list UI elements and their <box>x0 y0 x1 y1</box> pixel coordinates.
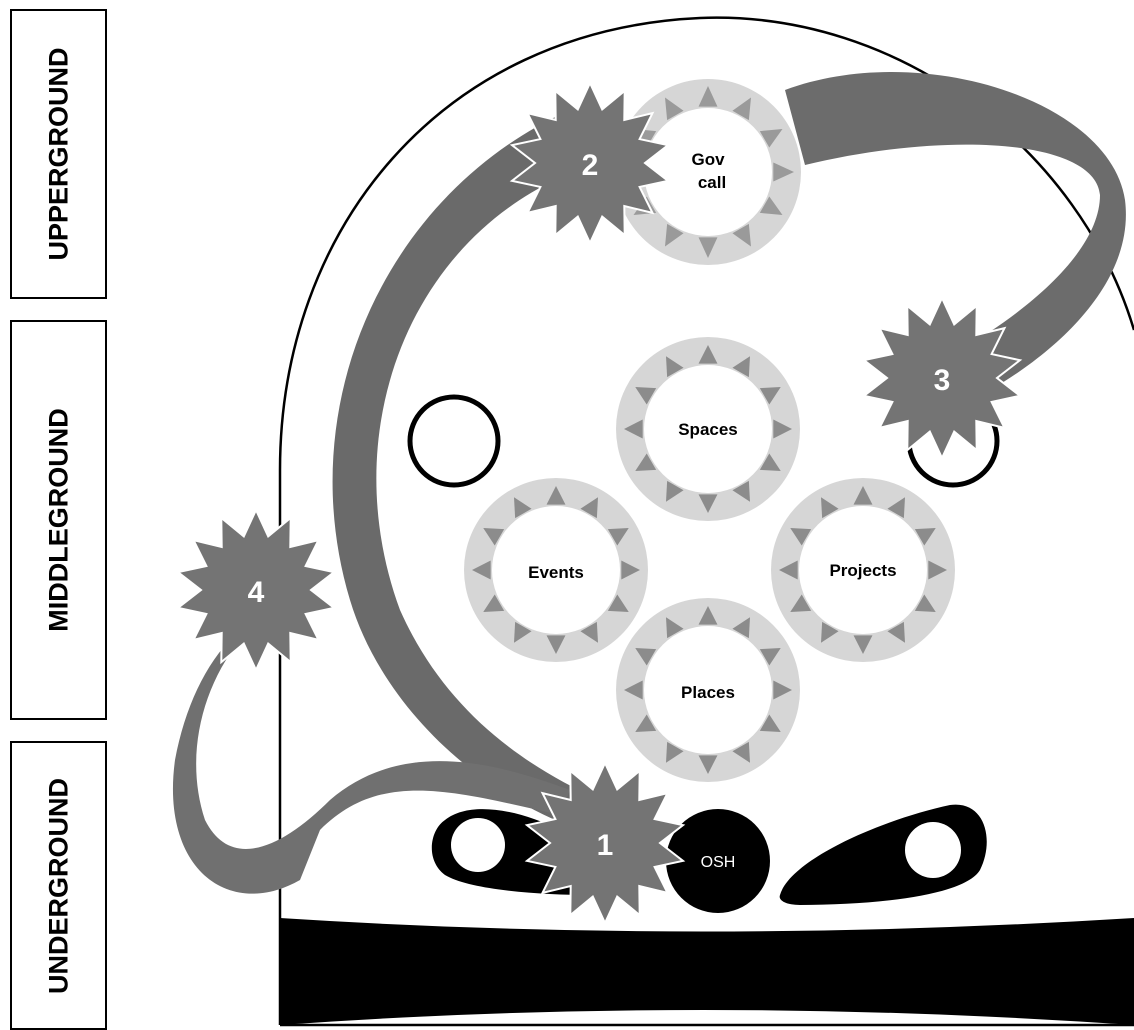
step-4-star: 4 <box>175 507 337 673</box>
gear-tooth <box>698 606 718 625</box>
gear-tooth <box>624 680 643 700</box>
gear-tooth <box>887 621 905 643</box>
osh-label: OSH <box>701 854 736 871</box>
gear-tooth <box>666 480 684 502</box>
events-node: Events <box>464 478 648 662</box>
projects-node: Projects <box>771 478 955 662</box>
gear-tooth <box>790 528 812 546</box>
gear-tooth <box>732 480 750 502</box>
events-gear-teeth <box>472 486 640 654</box>
osh-node: OSH <box>666 809 770 913</box>
gear-tooth <box>624 419 643 439</box>
gear-tooth <box>635 648 657 666</box>
gear-tooth <box>853 635 873 654</box>
arrow-band-1-to-4 <box>172 600 570 894</box>
gear-tooth <box>914 594 936 612</box>
gear-tooth <box>698 755 718 774</box>
step-3-star: 3 <box>861 295 1023 461</box>
osh-circle <box>666 809 770 913</box>
step-2-star: 2 <box>509 80 671 246</box>
spaces-node: Spaces <box>616 337 800 521</box>
gear-tooth <box>759 714 781 732</box>
gov-call-center <box>644 108 772 236</box>
step-1-label: 1 <box>597 829 614 862</box>
gear-tooth <box>483 594 505 612</box>
gear-tooth <box>821 497 839 519</box>
left-teardrop-hole <box>451 818 505 872</box>
gear-tooth <box>472 560 491 580</box>
gear-tooth <box>759 129 783 148</box>
spaces-center <box>644 365 772 493</box>
gear-tooth <box>698 494 718 513</box>
gear-tooth <box>514 497 532 519</box>
places-gear-teeth <box>624 606 792 774</box>
gear-tooth <box>732 356 750 378</box>
gear-tooth <box>773 680 792 700</box>
gear-tooth <box>928 560 947 580</box>
gear-tooth <box>759 387 781 405</box>
upperground-label-box: UPPERGROUND <box>10 9 107 299</box>
gear-tooth <box>759 453 781 471</box>
gear-tooth <box>546 635 566 654</box>
step-1-star: 1 <box>524 760 686 926</box>
gear-tooth <box>635 453 657 471</box>
projects-label: Projects <box>829 561 896 580</box>
gear-tooth <box>732 223 751 247</box>
gear-tooth <box>732 617 750 639</box>
gear-tooth <box>779 560 798 580</box>
gear-tooth <box>635 387 657 405</box>
step-4-label: 4 <box>248 576 265 609</box>
gov-call-label-line1: Gov <box>691 150 725 169</box>
gear-tooth <box>698 237 718 258</box>
gear-tooth <box>546 486 566 505</box>
gear-tooth <box>514 621 532 643</box>
gear-tooth <box>821 621 839 643</box>
gear-tooth <box>665 97 684 121</box>
gear-tooth <box>666 617 684 639</box>
places-node: Places <box>616 598 800 782</box>
gear-tooth <box>483 528 505 546</box>
middleground-label-box: MIDDLEGROUND <box>10 320 107 720</box>
gear-tooth <box>732 741 750 763</box>
gear-tooth <box>665 223 684 247</box>
spaces-label: Spaces <box>678 420 738 439</box>
arrow-band-2-to-3 <box>785 72 1126 391</box>
gear-tooth <box>853 486 873 505</box>
gear-tooth <box>790 594 812 612</box>
gear-tooth <box>607 528 629 546</box>
gear-tooth <box>580 497 598 519</box>
gear-tooth <box>666 741 684 763</box>
gov-call-node: Gov call <box>615 79 801 265</box>
gear-tooth <box>666 356 684 378</box>
arrow-band-2-to-1 <box>332 110 610 830</box>
gear-tooth <box>698 345 718 364</box>
gear-tooth <box>635 714 657 732</box>
base-band <box>280 918 1134 1025</box>
events-label: Events <box>528 563 584 582</box>
gear-tooth <box>698 86 718 107</box>
gear-tooth <box>759 648 781 666</box>
step-2-label: 2 <box>582 149 599 182</box>
right-teardrop-hole <box>905 822 961 878</box>
gear-tooth <box>607 594 629 612</box>
left-eye-circle <box>407 394 501 488</box>
gear-tooth <box>914 528 936 546</box>
spaces-gear-teeth <box>624 345 792 513</box>
projects-center <box>799 506 927 634</box>
places-label: Places <box>681 683 735 702</box>
gov-call-label-line2: call <box>698 173 726 192</box>
gear-tooth <box>773 162 794 182</box>
events-center <box>492 506 620 634</box>
gear-tooth <box>759 196 783 215</box>
step-3-label: 3 <box>934 364 951 397</box>
places-center <box>644 626 772 754</box>
underground-label-box: UNDERGROUND <box>10 741 107 1030</box>
projects-gear-teeth <box>779 486 947 654</box>
gear-tooth <box>887 497 905 519</box>
gear-tooth <box>773 419 792 439</box>
gear-tooth <box>580 621 598 643</box>
gear-tooth <box>621 560 640 580</box>
gear-tooth <box>732 97 751 121</box>
